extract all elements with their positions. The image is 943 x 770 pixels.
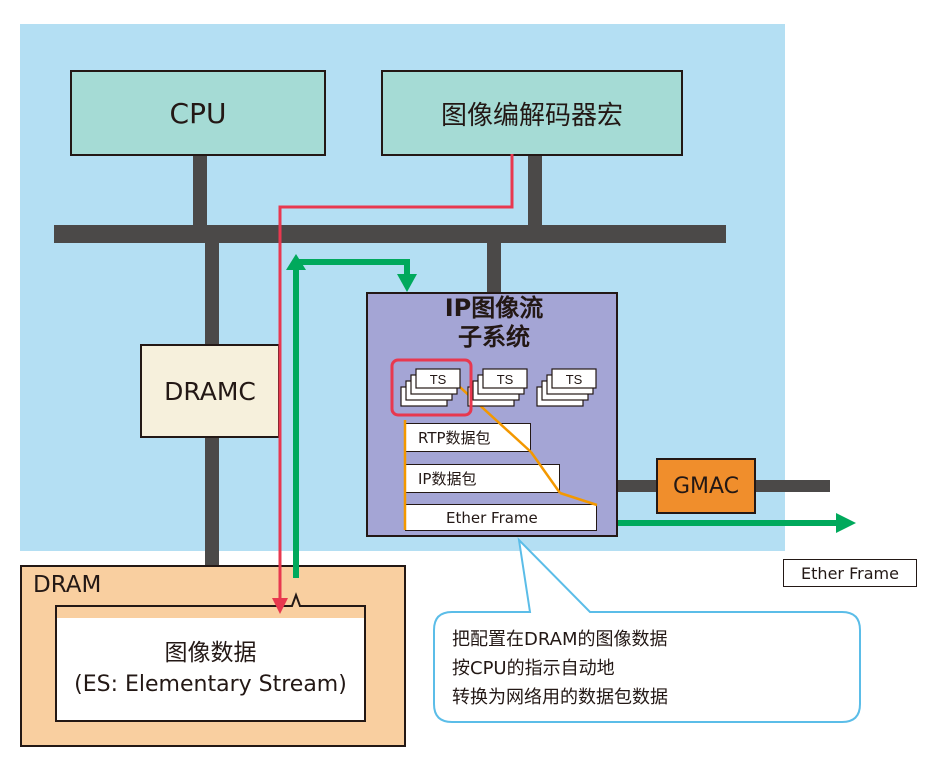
- cpu-bus-connector: [193, 154, 207, 226]
- ether-frame-packet: Ether Frame: [405, 504, 597, 531]
- codec-label: 图像编解码器宏: [440, 100, 623, 131]
- ts-stack-2: [467, 368, 528, 407]
- dramc-dram-connector: [205, 437, 219, 567]
- image-data-block: 图像数据 (ES: Elementary Stream): [55, 618, 366, 722]
- gmac-right-connector: [756, 480, 830, 492]
- callout-text: 把配置在DRAM的图像数据 按CPU的指示自动地 转换为网络用的数据包数据: [452, 625, 668, 712]
- ip-subsystem-title: IP图像流 子系统: [372, 294, 616, 352]
- gmac-label: GMAC: [672, 473, 740, 499]
- ip-packet: IP数据包: [405, 464, 560, 493]
- ts-stack-1: [400, 368, 461, 407]
- codec-block: 图像编解码器宏: [381, 70, 683, 156]
- dram-label: DRAM: [33, 572, 102, 598]
- codec-bus-connector: [528, 154, 542, 226]
- callout-line-3: 转换为网络用的数据包数据: [452, 687, 668, 708]
- image-data-subtitle: (ES: Elementary Stream): [74, 672, 347, 697]
- ipsub-gmac-connector: [616, 480, 658, 492]
- cpu-label: CPU: [169, 96, 227, 130]
- image-data-top-edge: [55, 592, 366, 619]
- red-data-path: [272, 154, 514, 614]
- ether-frame-output-label: Ether Frame: [783, 559, 917, 587]
- ts-label-3: TS: [566, 372, 583, 387]
- dramc-block: DRAMC: [140, 344, 280, 438]
- callout-line-1: 把配置在DRAM的图像数据: [452, 629, 668, 650]
- ether-frame-packet-label: Ether Frame: [446, 508, 538, 527]
- system-bus: [54, 225, 726, 243]
- rtp-packet: RTP数据包: [405, 423, 531, 452]
- dramc-bus-connector: [205, 242, 219, 346]
- cpu-block: CPU: [70, 70, 326, 156]
- ip-packet-label: IP数据包: [418, 470, 477, 488]
- dramc-label: DRAMC: [164, 376, 256, 406]
- ip-subsystem-title-line2: 子系统: [458, 323, 530, 351]
- callout-line-2: 按CPU的指示自动地: [452, 658, 615, 679]
- callout-bubble: [433, 537, 861, 723]
- green-data-path: [286, 254, 417, 578]
- ts-stack-3: [536, 368, 597, 407]
- image-data-title: 图像数据: [164, 640, 257, 666]
- ipsub-bus-connector: [487, 242, 501, 294]
- ts-label-2: TS: [497, 372, 514, 387]
- ts-label-1: TS: [430, 372, 447, 387]
- ether-output-arrow: [618, 513, 856, 533]
- gmac-block: GMAC: [656, 458, 756, 514]
- ts-highlight: [390, 358, 473, 417]
- zoom-lines: [403, 377, 598, 530]
- ip-subsystem-title-line1: IP图像流: [444, 294, 544, 322]
- rtp-packet-label: RTP数据包: [418, 429, 491, 447]
